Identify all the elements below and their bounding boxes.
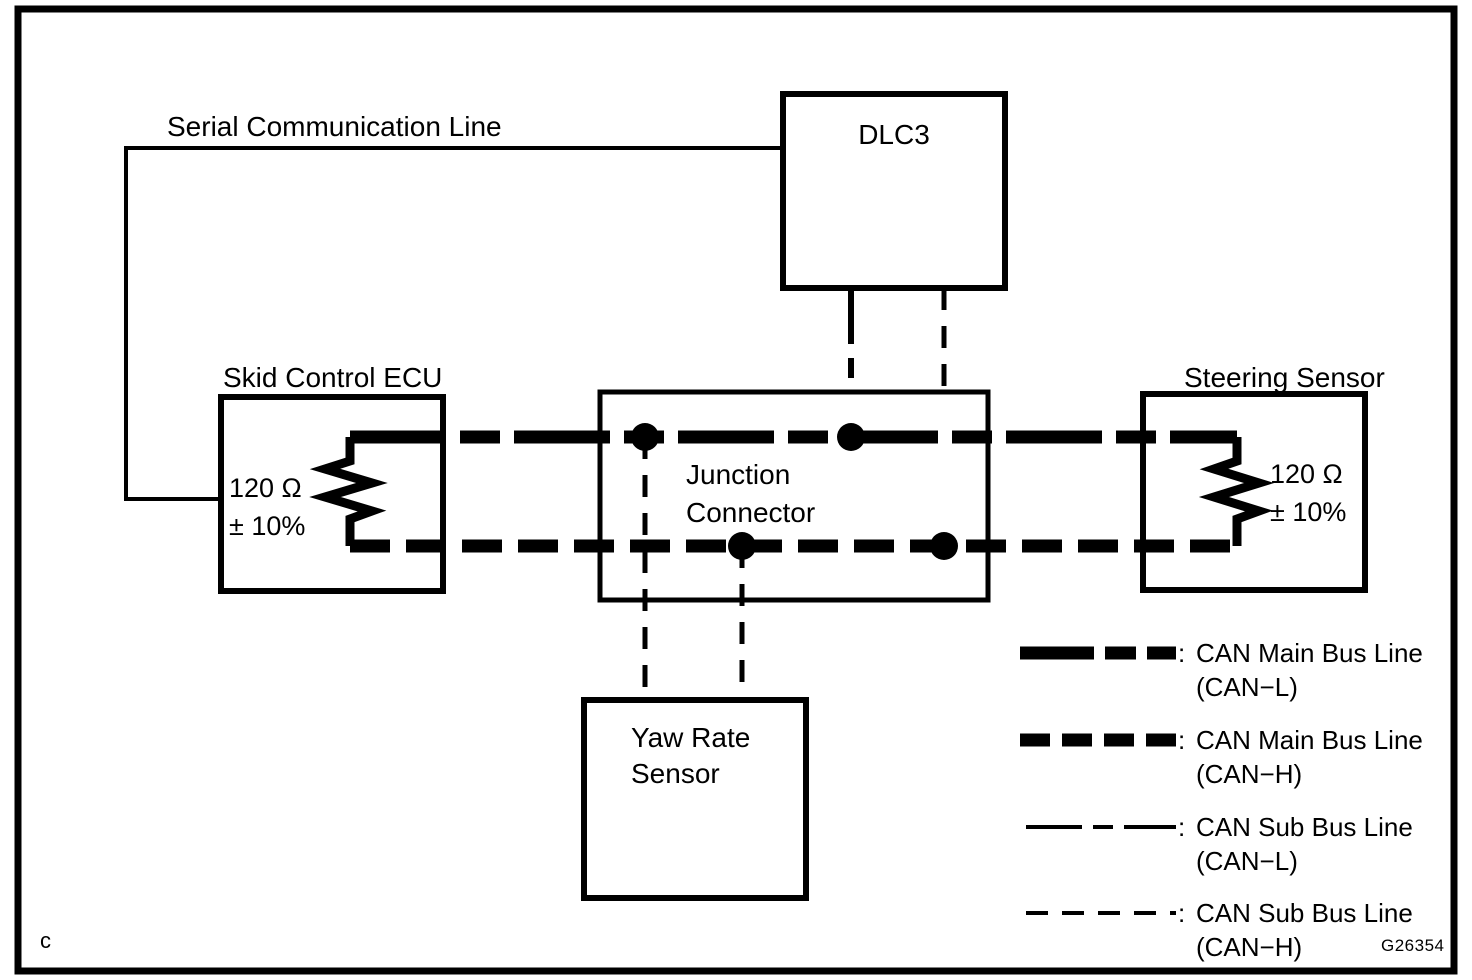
- legend-item-0-label-line1: CAN Main Bus Line: [1196, 638, 1423, 668]
- junction-connector-label-line2: Connector: [686, 497, 816, 528]
- dlc3-label: DLC3: [858, 119, 930, 150]
- legend-item-1-separator: :: [1178, 725, 1193, 755]
- legend-item-0-label-line2: (CAN−L): [1196, 672, 1298, 702]
- ecu-resistor-symbol: [309, 437, 388, 546]
- ecu-resistor-value-line1: 120 Ω: [229, 473, 302, 503]
- legend-item-3-label-line2: (CAN−H): [1196, 932, 1303, 962]
- yaw-rate-sensor-label-line1: Yaw Rate: [631, 722, 751, 753]
- steering-sensor-label: Steering Sensor: [1184, 362, 1385, 393]
- figure-reference-code: G26354: [1381, 936, 1445, 955]
- junction-connector-box: [597, 389, 991, 603]
- steering-resistor-symbol: [1198, 437, 1275, 546]
- legend-item-3-label-line1: CAN Sub Bus Line: [1196, 898, 1413, 928]
- legend-item-2-separator: :: [1178, 812, 1193, 842]
- junction-node-can-l-dlc3: [837, 423, 865, 451]
- legend-item-2-label-line2: (CAN−L): [1196, 846, 1298, 876]
- legend-item-2-label-line1: CAN Sub Bus Line: [1196, 812, 1413, 842]
- junction-connector-label-line1: Junction: [686, 459, 791, 490]
- legend-item-1-label-line2: (CAN−H): [1196, 759, 1303, 789]
- serial-communication-line-label: Serial Communication Line: [167, 111, 502, 142]
- serial-communication-line: [124, 146, 783, 501]
- yaw-rate-sensor-label-line2: Sensor: [631, 758, 720, 789]
- steering-resistor-value-line2: ± 10%: [1270, 497, 1347, 527]
- steering-resistor-value-line1: 120 Ω: [1270, 459, 1343, 489]
- junction-node-can-h-yaw: [728, 532, 756, 560]
- page-frame: [14, 5, 1458, 975]
- skid-control-ecu-label: Skid Control ECU: [223, 362, 443, 393]
- legend-item-3-separator: :: [1178, 898, 1193, 928]
- steering-sensor-box: [1140, 391, 1368, 593]
- legend-item-1-label-line1: CAN Main Bus Line: [1196, 725, 1423, 755]
- legend-item-0-separator: :: [1178, 638, 1193, 668]
- junction-node-can-h-dlc3: [930, 532, 958, 560]
- ecu-resistor-value-line2: ± 10%: [229, 511, 306, 541]
- dlc3-box: [780, 91, 1008, 291]
- yaw-rate-sensor-box: [581, 697, 809, 901]
- junction-node-can-l-left: [631, 423, 659, 451]
- corner-mark: c: [40, 928, 51, 953]
